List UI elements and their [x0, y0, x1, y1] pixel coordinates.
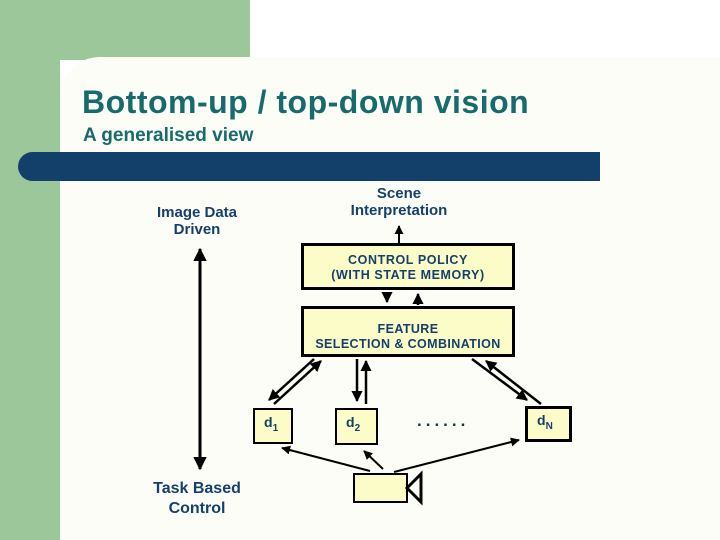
label-line: Image Data	[156, 204, 238, 221]
d1-label: d	[264, 414, 273, 430]
label-task-based-control: Task Based Control	[117, 479, 277, 519]
label-line: Driven	[173, 221, 221, 238]
dn-label: d	[537, 412, 546, 428]
camera-icon	[353, 473, 408, 503]
slide-title: Bottom-up / top-down vision	[82, 84, 530, 120]
label-scene-interpretation: Scene Interpretation	[319, 185, 479, 219]
box-line: (WITH STATE MEMORY)	[331, 268, 485, 282]
feature-selection-box: FEATURE SELECTION & COMBINATION	[301, 306, 515, 357]
label-line: Interpretation	[350, 202, 448, 219]
label-line: Scene	[376, 185, 422, 202]
decorative-navy-bar	[18, 152, 600, 181]
template-green-sidebar	[0, 0, 60, 540]
detector-box-d1: d1	[253, 408, 293, 444]
dn-subscript: N	[545, 420, 553, 432]
d2-subscript: 2	[354, 422, 361, 434]
label-line: Task Based	[153, 480, 241, 497]
detector-box-d2: d2	[335, 408, 378, 445]
d2-label: d	[346, 414, 355, 430]
detector-box-dn: dN	[525, 406, 572, 442]
box-line: CONTROL POLICY	[348, 253, 468, 267]
d1-subscript: 1	[272, 422, 279, 434]
label-line: Control	[168, 500, 226, 517]
label-image-data-driven: Image Data Driven	[117, 204, 277, 238]
box-line: FEATURE	[377, 322, 439, 336]
control-policy-box: CONTROL POLICY (WITH STATE MEMORY)	[301, 243, 515, 290]
ellipsis-label: ......	[417, 411, 470, 430]
box-line: SELECTION & COMBINATION	[315, 337, 501, 351]
slide-subtitle: A generalised view	[83, 125, 254, 146]
